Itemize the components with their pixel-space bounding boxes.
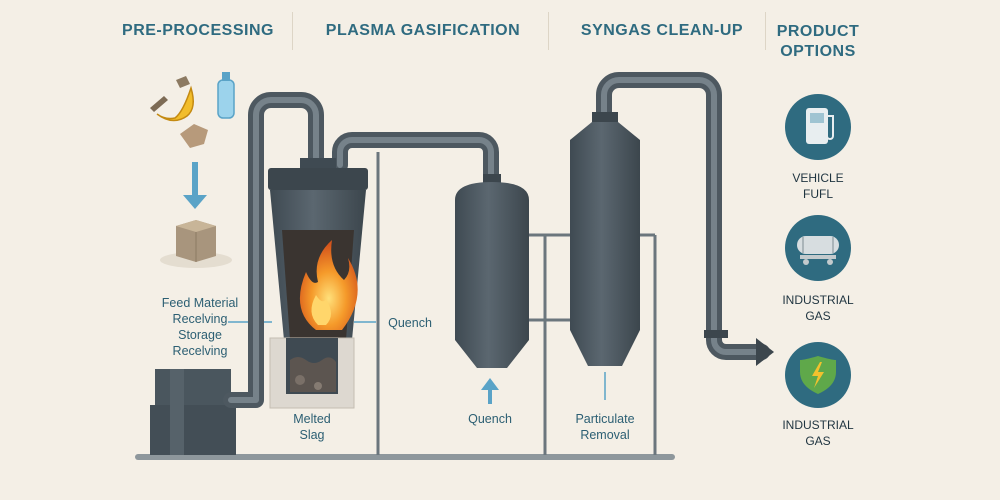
heading-products-line1: PRODUCT xyxy=(776,23,860,40)
feed-line1: Feed Material xyxy=(161,296,239,310)
product-fuel-line1: VEHICLE xyxy=(792,171,844,185)
gas-tank-car-icon xyxy=(797,236,839,265)
product-gas2-line2: GAS xyxy=(805,434,831,448)
heading-products-line2: OPTIONS xyxy=(780,43,856,60)
pipe-network xyxy=(223,72,770,408)
particulate-line1: Particulate xyxy=(575,412,635,426)
product-label-fuel: VEHICLE FUFL xyxy=(763,170,873,202)
melted-line1: Melted xyxy=(293,412,331,426)
product-label-gas: INDUSTRIAL GAS xyxy=(763,292,873,324)
plasma-gasifier xyxy=(268,158,368,409)
product-gas-circle xyxy=(785,215,851,281)
particulate-line2: Removal xyxy=(580,428,630,442)
quench-bottom-label: Quench xyxy=(468,412,512,426)
outlet-arrow-icon xyxy=(756,338,774,366)
product-power-circle xyxy=(785,342,851,408)
fuel-pump-icon xyxy=(806,108,834,144)
product-label-gas-2: INDUSTRIAL GAS xyxy=(763,417,873,449)
lightning-shield-icon xyxy=(800,356,836,394)
quench-right-label: Quench xyxy=(388,316,432,330)
up-arrow-icon xyxy=(481,378,499,404)
product-fuel-line2: FUFL xyxy=(803,187,833,201)
heading-gasification: PLASMA GASIFICATION xyxy=(325,22,521,39)
feed-line4: Recelving xyxy=(172,344,228,358)
waste-items-icon xyxy=(150,72,235,148)
product-gas-line2: GAS xyxy=(805,309,831,323)
heading-products: PRODUCT OPTIONS xyxy=(768,22,868,62)
down-arrow-icon xyxy=(183,162,207,209)
product-gas-line1: INDUSTRIAL xyxy=(782,293,854,307)
melted-line2: Slag xyxy=(299,428,325,442)
particulate-removal-label: Particulate Removal xyxy=(560,411,650,443)
storage-box-icon xyxy=(160,220,232,268)
heading-preprocessing: PRE-PROCESSING xyxy=(122,22,274,39)
feed-hopper xyxy=(150,369,236,455)
heading-divider xyxy=(548,12,549,50)
heading-divider xyxy=(292,12,293,50)
feed-material-label: Feed Material Recelving Storage Recelvin… xyxy=(150,295,250,359)
heading-cleanup: SYNGAS CLEAN-UP xyxy=(580,22,744,39)
product-gas2-line1: INDUSTRIAL xyxy=(782,418,854,432)
ground-line xyxy=(135,454,675,460)
quench-vessel xyxy=(455,174,529,368)
pipe-flange xyxy=(704,330,728,338)
heading-divider xyxy=(765,12,766,50)
product-fuel-circle xyxy=(785,94,851,160)
feed-line3: Storage xyxy=(178,328,222,342)
feed-line2: Recelving xyxy=(172,312,228,326)
particulate-tower xyxy=(570,112,640,366)
melted-slag-label: Melted Slag xyxy=(282,411,342,443)
